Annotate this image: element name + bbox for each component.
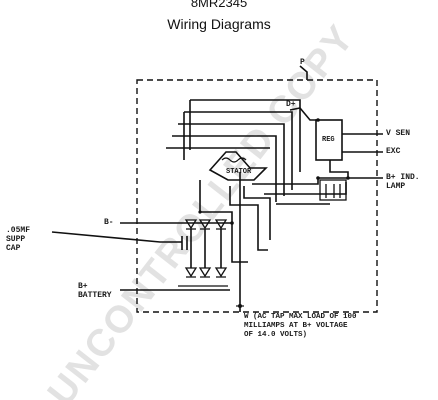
stator-winding-coil — [221, 157, 247, 163]
stator-label: STATOR — [226, 168, 252, 176]
v-sen-terminal-label: V SEN — [386, 129, 411, 138]
diode-row-upper — [184, 219, 228, 230]
regulator-block — [315, 119, 343, 161]
b-plus-battery-label: B+ BATTERY — [78, 282, 112, 300]
regulator-label: REG — [322, 136, 335, 144]
stator-loop-2 — [184, 111, 293, 190]
phase-wire-2 — [229, 186, 268, 251]
page-title: Wiring Diagrams — [167, 16, 271, 32]
stator-loop-1 — [190, 99, 301, 172]
diode-trio — [319, 179, 347, 201]
supp-cap-label: .05MF SUPP CAP — [6, 226, 31, 253]
p-lead-wire — [299, 65, 308, 80]
diode-row-lower — [184, 267, 228, 278]
b-minus-terminal-label: B- — [104, 218, 114, 227]
regulator-output-wire — [329, 160, 349, 178]
alternator-housing-outline — [136, 79, 378, 313]
p-terminal-label: P — [300, 58, 305, 67]
d-plus-wire — [289, 107, 318, 121]
capacitor-lead-wire — [51, 231, 182, 243]
part-number: 8MR2345 — [190, 0, 248, 10]
capacitor-plates — [181, 236, 188, 250]
phase-wire-3 — [243, 186, 271, 240]
stator-loop-3 — [178, 123, 285, 196]
b-plus-ind-lamp-label: B+ IND. LAMP — [386, 173, 420, 191]
ac-tap-note: W (AC TAP MAX LOAD OF 100 MILLIAMPS AT B… — [244, 313, 357, 339]
stator-loop-4 — [172, 135, 277, 202]
phase-wire-1 — [199, 180, 248, 263]
stator-winding — [208, 151, 268, 181]
exc-terminal-label: EXC — [386, 147, 401, 156]
b-plus-output-wire-1 — [252, 177, 383, 185]
d-plus-terminal-label: D+ — [286, 100, 296, 109]
